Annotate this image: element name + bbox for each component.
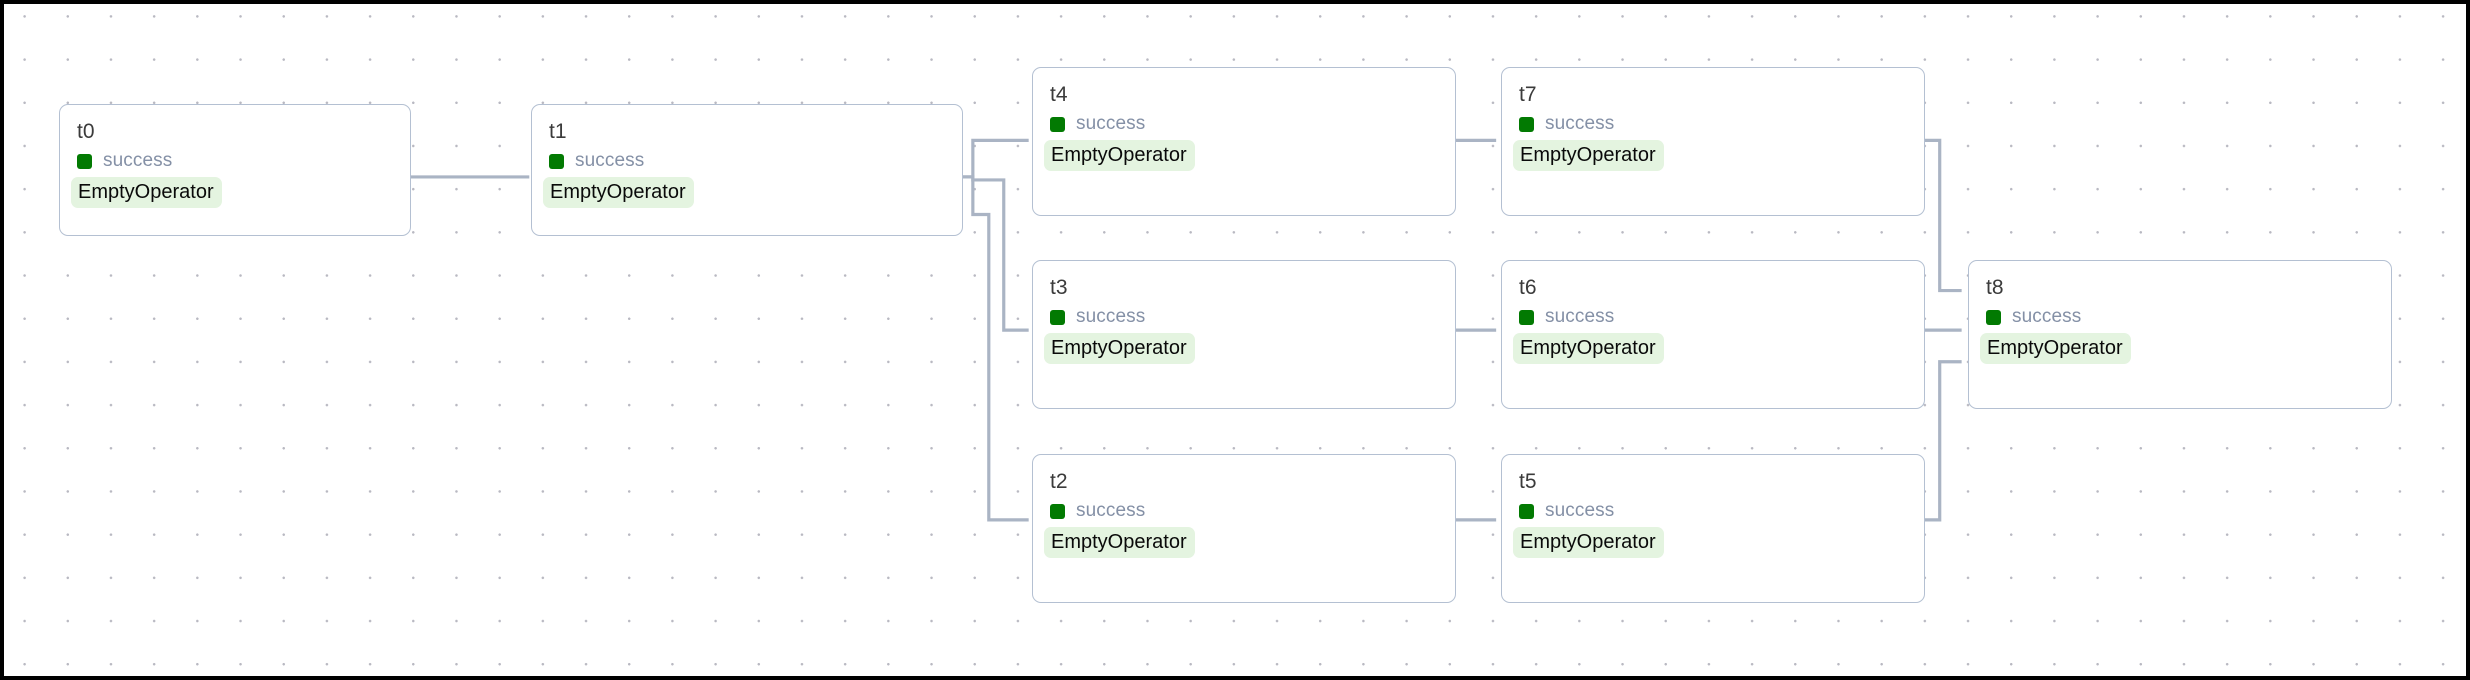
success-square-icon bbox=[549, 153, 564, 169]
success-square-icon bbox=[1050, 503, 1065, 519]
task-node-status-row: success bbox=[549, 150, 644, 172]
task-operator-pill: EmptyOperator bbox=[1513, 333, 1664, 364]
task-operator-pill: EmptyOperator bbox=[1044, 333, 1195, 364]
task-node-title: t1 bbox=[549, 120, 567, 143]
task-operator-pill: EmptyOperator bbox=[1044, 527, 1195, 558]
task-operator-pill: EmptyOperator bbox=[1044, 140, 1195, 171]
task-status-label: success bbox=[103, 150, 173, 171]
success-square-icon bbox=[1519, 503, 1534, 519]
task-node-title: t5 bbox=[1519, 470, 1537, 493]
task-status-label: success bbox=[1545, 306, 1615, 327]
task-node-status-row: success bbox=[1050, 113, 1145, 135]
task-node-title: t7 bbox=[1519, 83, 1537, 106]
task-status-label: success bbox=[1076, 500, 1146, 521]
task-node-title: t4 bbox=[1050, 83, 1068, 106]
task-status-label: success bbox=[2012, 306, 2082, 327]
task-node-status-row: success bbox=[1050, 500, 1145, 522]
task-node-title: t2 bbox=[1050, 470, 1068, 493]
task-node-title: t0 bbox=[77, 120, 95, 143]
task-status-label: success bbox=[1076, 113, 1146, 134]
task-operator-pill: EmptyOperator bbox=[1980, 333, 2131, 364]
task-status-label: success bbox=[575, 150, 645, 171]
task-node-status-row: success bbox=[1050, 306, 1145, 328]
success-square-icon bbox=[1519, 116, 1534, 132]
success-square-icon bbox=[77, 153, 92, 169]
success-square-icon bbox=[1050, 116, 1065, 132]
task-status-label: success bbox=[1076, 306, 1146, 327]
task-operator-pill: EmptyOperator bbox=[1513, 140, 1664, 171]
task-node-title: t8 bbox=[1986, 276, 2004, 299]
task-node-title: t3 bbox=[1050, 276, 1068, 299]
success-square-icon bbox=[1050, 309, 1065, 325]
task-status-label: success bbox=[1545, 113, 1615, 134]
success-square-icon bbox=[1986, 309, 2001, 325]
task-node-status-row: success bbox=[1519, 113, 1614, 135]
task-operator-pill: EmptyOperator bbox=[1513, 527, 1664, 558]
task-node-status-row: success bbox=[1519, 306, 1614, 328]
task-node-status-row: success bbox=[1519, 500, 1614, 522]
task-operator-pill: EmptyOperator bbox=[71, 177, 222, 208]
success-square-icon bbox=[1519, 309, 1534, 325]
task-status-label: success bbox=[1545, 500, 1615, 521]
task-node-title: t6 bbox=[1519, 276, 1537, 299]
task-operator-pill: EmptyOperator bbox=[543, 177, 694, 208]
task-node-status-row: success bbox=[1986, 306, 2081, 328]
task-node-status-row: success bbox=[77, 150, 172, 172]
